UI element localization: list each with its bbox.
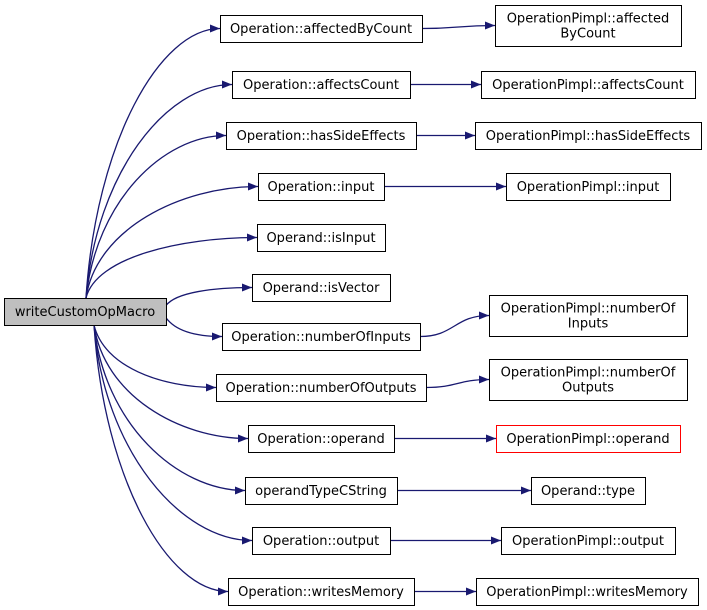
node-label: OperationPimpl::numberOf xyxy=(501,302,676,317)
node-label: Outputs xyxy=(562,381,614,396)
node-operand-type[interactable]: Operand::type xyxy=(531,477,646,505)
node-op-numberOfInputs[interactable]: Operation::numberOfInputs xyxy=(222,323,421,351)
node-box xyxy=(481,71,696,99)
node-op-operand[interactable]: Operation::operand xyxy=(248,425,395,453)
node-box xyxy=(501,527,676,555)
node-box xyxy=(495,5,682,47)
node-label: OperationPimpl::numberOf xyxy=(501,366,676,381)
edge-root-to-op-output xyxy=(93,324,253,545)
node-impl-affectedByCount[interactable]: OperationPimpl::affectedByCount xyxy=(495,5,682,47)
node-label: Operation::writesMemory xyxy=(238,585,404,600)
node-op-writesMemory[interactable]: Operation::writesMemory xyxy=(228,578,415,606)
node-impl-operand[interactable]: OperationPimpl::operand xyxy=(496,425,681,453)
edge-op-affectedByCount-to-impl-affectedByCount xyxy=(421,21,496,30)
nodes-layer: writeCustomOpMacro Operation::affectedByC… xyxy=(4,5,702,606)
edge-root-to-op-hasSideEffects xyxy=(85,131,227,299)
node-box xyxy=(216,374,427,402)
edge-root-to-op-numberOfInputs xyxy=(165,317,223,341)
node-label: Operation::output xyxy=(263,534,379,549)
edge-root-to-operand-isVector xyxy=(165,283,253,306)
node-box xyxy=(226,122,417,150)
node-box xyxy=(232,71,411,99)
edge-root-to-op-affectsCount xyxy=(85,80,233,299)
node-impl-writesMemory[interactable]: OperationPimpl::writesMemory xyxy=(476,578,699,606)
node-label: ByCount xyxy=(560,27,615,42)
node-impl-numberOfInputs[interactable]: OperationPimpl::numberOfInputs xyxy=(489,295,688,337)
node-impl-affectsCount[interactable]: OperationPimpl::affectsCount xyxy=(481,71,696,99)
node-label: OperationPimpl::writesMemory xyxy=(486,585,688,600)
node-box xyxy=(496,425,681,453)
node-label: Operation::operand xyxy=(257,432,384,447)
node-box xyxy=(4,298,167,326)
node-label: OperationPimpl::hasSideEffects xyxy=(486,129,691,144)
node-box xyxy=(228,578,415,606)
node-impl-output[interactable]: OperationPimpl::output xyxy=(501,527,676,555)
node-box xyxy=(506,173,671,201)
node-label: OperationPimpl::operand xyxy=(506,432,669,447)
node-label: OperationPimpl::affectsCount xyxy=(492,78,684,93)
node-label: writeCustomOpMacro xyxy=(15,305,155,320)
node-box xyxy=(258,173,385,201)
node-box xyxy=(531,477,646,505)
node-box xyxy=(252,274,391,302)
node-operand-isVector[interactable]: Operand::isVector xyxy=(252,274,391,302)
edge-root-to-op-input xyxy=(85,182,259,299)
node-label: OperationPimpl::output xyxy=(512,534,664,549)
node-box xyxy=(476,578,699,606)
node-operand-isInput[interactable]: Operand::isInput xyxy=(257,224,386,252)
edge-root-to-op-numberOfOutputs xyxy=(93,324,217,392)
node-box xyxy=(475,122,702,150)
edge-root-to-op-operand xyxy=(93,324,249,443)
node-box xyxy=(252,527,391,555)
node-box xyxy=(489,295,688,337)
node-box xyxy=(489,359,688,401)
node-box xyxy=(220,15,423,43)
node-box xyxy=(222,323,421,351)
node-label: Operation::numberOfOutputs xyxy=(226,381,417,396)
edges-layer xyxy=(85,21,531,596)
node-label: Operand::type xyxy=(541,484,635,499)
node-op-affectedByCount[interactable]: Operation::affectedByCount xyxy=(220,15,423,43)
node-label: Operation::affectsCount xyxy=(243,78,399,93)
node-label: OperationPimpl::input xyxy=(517,180,660,195)
node-impl-numberOfOutputs[interactable]: OperationPimpl::numberOfOutputs xyxy=(489,359,688,401)
node-op-affectsCount[interactable]: Operation::affectsCount xyxy=(232,71,411,99)
node-box xyxy=(248,425,395,453)
node-label: Operation::affectedByCount xyxy=(230,22,412,37)
node-box xyxy=(245,477,398,505)
edge-root-to-operandTypeCString xyxy=(93,324,246,495)
node-label: Operand::isInput xyxy=(266,231,375,246)
node-operandTypeCString[interactable]: operandTypeCString xyxy=(245,477,398,505)
node-op-output[interactable]: Operation::output xyxy=(252,527,391,555)
node-impl-hasSideEffects[interactable]: OperationPimpl::hasSideEffects xyxy=(475,122,702,150)
edge-root-to-operand-isInput xyxy=(85,233,258,299)
node-label: Operation::numberOfInputs xyxy=(231,330,411,345)
node-label: Operand::isVector xyxy=(263,281,381,296)
node-label: operandTypeCString xyxy=(255,484,387,499)
node-label: Inputs xyxy=(568,317,609,332)
node-impl-input[interactable]: OperationPimpl::input xyxy=(506,173,671,201)
node-label: Operation::input xyxy=(268,180,375,195)
node-label: OperationPimpl::affected xyxy=(507,12,670,27)
node-op-input[interactable]: Operation::input xyxy=(258,173,385,201)
edge-op-numberOfInputs-to-impl-numberOfInputs xyxy=(419,311,490,338)
node-box xyxy=(257,224,386,252)
edge-op-numberOfOutputs-to-impl-numberOfOutputs xyxy=(425,375,490,389)
edge-root-to-op-affectedByCount xyxy=(85,24,221,299)
edge-root-to-op-writesMemory xyxy=(93,324,229,596)
node-op-hasSideEffects[interactable]: Operation::hasSideEffects xyxy=(226,122,417,150)
node-root[interactable]: writeCustomOpMacro xyxy=(4,298,167,326)
node-op-numberOfOutputs[interactable]: Operation::numberOfOutputs xyxy=(216,374,427,402)
node-label: Operation::hasSideEffects xyxy=(237,129,406,144)
